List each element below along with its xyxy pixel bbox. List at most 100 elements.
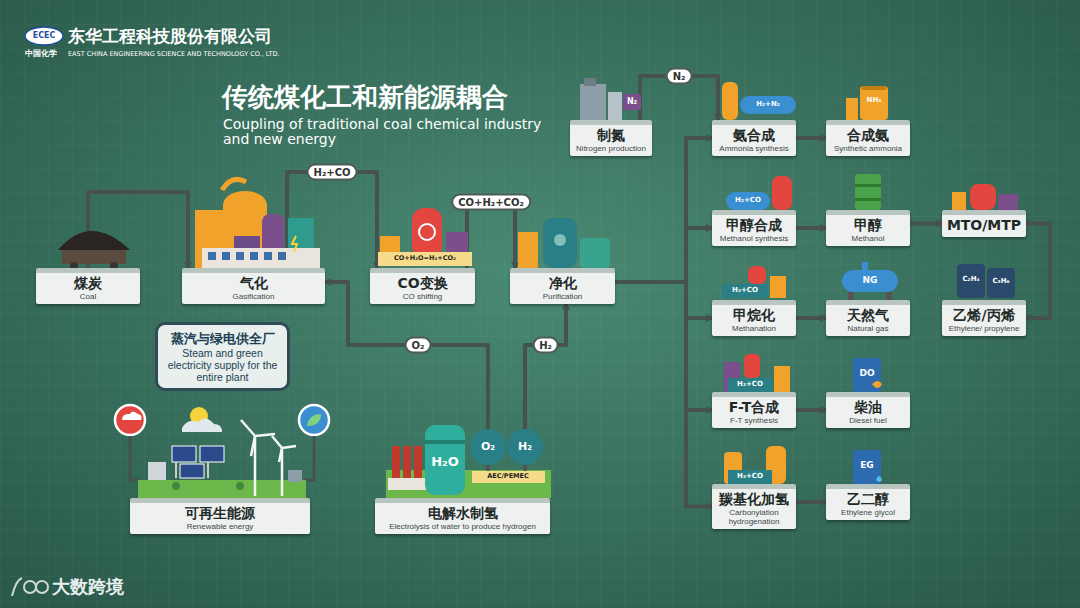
node-subtitle: Steam and green electricity supply for t… <box>164 347 281 383</box>
process-box: CO变换CO shifting <box>370 268 475 304</box>
connector <box>615 138 712 282</box>
node-title: F-T合成 <box>715 399 793 416</box>
connector <box>910 222 942 226</box>
connector <box>615 282 712 410</box>
connector <box>796 136 826 140</box>
node-subtitle: Methanol <box>829 234 907 243</box>
node-title: MTO/MTP <box>945 217 1023 234</box>
icon-label: CO+H₂O=H₂+CO₂ <box>394 255 456 262</box>
node-title: 氨合成 <box>715 127 793 144</box>
node-subtitle: Electrolysis of water to produce hydroge… <box>378 522 547 531</box>
callout-box: 蒸汽与绿电供全厂Steam and green electricity supp… <box>155 322 290 391</box>
watermark: 大数跨境 <box>52 577 124 597</box>
node-subtitle: Gasification <box>185 292 322 301</box>
connector <box>796 408 826 412</box>
process-box: 乙二醇Ethylene glycol <box>826 484 910 520</box>
connector <box>325 282 488 498</box>
header-text: Coupling of traditional coal chemical in… <box>223 117 553 148</box>
icon-label: EG <box>860 461 874 471</box>
node-title: 制氮 <box>573 127 649 144</box>
node-subtitle: Renewable energy <box>133 522 307 531</box>
icon-label: NG <box>863 276 878 286</box>
process-box: 乙烯/丙烯Ethylene/ propylene <box>942 300 1026 336</box>
node-title: 气化 <box>185 275 322 292</box>
node-subtitle: Ethylene glycol <box>829 508 907 517</box>
process-box: 合成氨Synthetic ammonia <box>826 120 910 156</box>
icon-label: H₂+N₂ <box>756 101 780 109</box>
node-subtitle: Diesel fuel <box>829 416 907 425</box>
icon-label: NH₃ <box>867 97 882 105</box>
title: 传统煤化工和新能源耦合 <box>222 80 508 115</box>
icon-label: H₂O <box>431 455 459 469</box>
node-subtitle: F-T synthesis <box>715 416 793 425</box>
process-box: MTO/MTP <box>942 210 1026 237</box>
node-title: 合成氨 <box>829 127 907 144</box>
process-box: F-T合成F-T synthesis <box>712 392 796 428</box>
process-box: 天然气Natural gas <box>826 300 910 336</box>
connector <box>796 500 826 504</box>
connector <box>467 202 515 268</box>
process-box: 制氮Nitrogen production <box>570 120 652 156</box>
node-title: 可再生能源 <box>133 505 307 522</box>
node-title: 乙烯/丙烯 <box>945 307 1023 324</box>
node-subtitle: Synthetic ammonia <box>829 144 907 153</box>
node-subtitle: Ethylene/ propylene <box>945 324 1023 333</box>
icon-label: H₂+CO <box>737 381 763 389</box>
process-box: 甲烷化Methanation <box>712 300 796 336</box>
node-title: 乙二醇 <box>829 491 907 508</box>
edge-label: H₂ <box>532 337 559 354</box>
connector <box>1026 224 1050 319</box>
icon-label: AEC/PEMEC <box>487 473 529 480</box>
connector <box>615 282 712 318</box>
node-subtitle: Ammonia synthesis <box>715 144 793 153</box>
header-text: EAST CHINA ENGINEERING SCIENCE AND TECHN… <box>68 51 280 58</box>
icon-label: O₂ <box>481 441 495 453</box>
node-subtitle: Coal <box>39 292 137 301</box>
node-subtitle: Carbonylation hydrogenation <box>715 508 793 526</box>
process-box: 气化Gasification <box>182 268 325 304</box>
node-title: 净化 <box>513 275 612 292</box>
node-subtitle: Methanol synthesis <box>715 234 793 243</box>
icon-label: N₂ <box>627 98 637 107</box>
icon-label: H₂+CO <box>735 197 761 205</box>
connector <box>525 304 566 498</box>
process-box: 甲醇Methanol <box>826 210 910 246</box>
node-title: 蒸汽与绿电供全厂 <box>164 330 281 347</box>
node-subtitle: Nitrogen production <box>573 144 649 153</box>
header-text: ECEC <box>33 32 56 41</box>
header-text: 东华工程科技股份有限公司 <box>68 27 272 46</box>
connector <box>796 226 826 230</box>
icon-label: C₂H₄ <box>962 276 979 284</box>
node-title: 柴油 <box>829 399 907 416</box>
process-box: 净化Purification <box>510 268 615 304</box>
node-subtitle: Purification <box>513 292 612 301</box>
process-box: 柴油Diesel fuel <box>826 392 910 428</box>
process-box: 可再生能源Renewable energy <box>130 498 310 534</box>
icon-label: H₂+CO <box>737 473 763 481</box>
node-title: 羰基化加氢 <box>715 491 793 508</box>
icon-label: H₂+CO <box>732 287 758 295</box>
icon-label: H₂ <box>518 441 532 453</box>
node-title: 甲烷化 <box>715 307 793 324</box>
node-title: 天然气 <box>829 307 907 324</box>
icon-label: DO <box>859 369 874 379</box>
process-box: 羰基化加氢Carbonylation hydrogenation <box>712 484 796 529</box>
edge-label: O₂ <box>405 337 432 354</box>
node-subtitle: CO shifting <box>373 292 472 301</box>
connector <box>615 282 712 507</box>
node-subtitle: Natural gas <box>829 324 907 333</box>
process-box: 氨合成Ammonia synthesis <box>712 120 796 156</box>
edge-label: N₂ <box>666 68 693 85</box>
edge-label: H₂+CO <box>307 164 358 181</box>
process-box: 电解水制氢Electrolysis of water to produce hy… <box>375 498 550 534</box>
node-title: 电解水制氢 <box>378 505 547 522</box>
header-text: 中国化学 <box>25 50 57 59</box>
connector <box>615 228 712 282</box>
node-title: CO变换 <box>373 275 472 292</box>
node-title: 煤炭 <box>39 275 137 292</box>
node-title: 甲醇合成 <box>715 217 793 234</box>
node-title: 甲醇 <box>829 217 907 234</box>
process-box: 煤炭Coal <box>36 268 140 304</box>
process-box: 甲醇合成Methanol synthesis <box>712 210 796 246</box>
connector <box>796 316 826 320</box>
